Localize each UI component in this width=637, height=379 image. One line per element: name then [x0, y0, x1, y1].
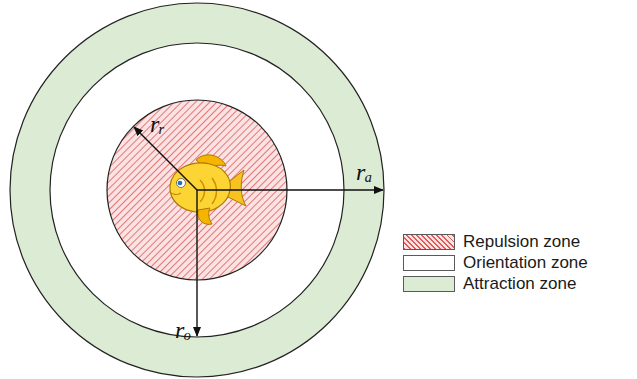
- radius-label: rₒ: [175, 318, 191, 342]
- legend-swatch: [403, 276, 455, 292]
- legend-swatch: [403, 255, 455, 271]
- legend-text: Attraction zone: [463, 274, 576, 294]
- radius-arrow: [196, 190, 197, 336]
- radius-arrow: [197, 189, 383, 190]
- legend-text: Repulsion zone: [463, 232, 580, 252]
- attraction-zone: [10, 3, 384, 377]
- radius-label: rᵣ: [150, 112, 165, 136]
- legend-text: Orientation zone: [463, 253, 588, 273]
- radius-label: rₐ: [356, 160, 372, 184]
- radius-arrow: [134, 127, 197, 190]
- hatch-swatch: [403, 234, 455, 250]
